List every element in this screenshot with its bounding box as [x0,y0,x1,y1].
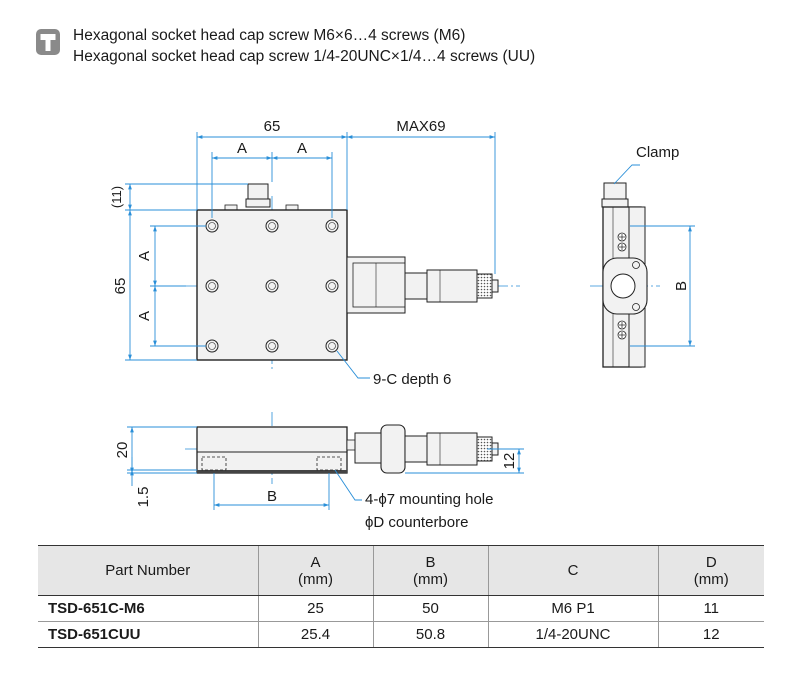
header-a: A (mm) [257,545,373,596]
dim-height-65: 65 [112,278,129,295]
top-view: 65 MAX69 A A (11) 65 A A 9-C depth 6 [109,118,520,388]
screw-note-uu: Hexagonal socket head cap screw 1/4-20UN… [73,48,536,65]
dim-a-left-2: A [136,311,153,321]
hex-screw-icon [36,29,60,55]
dim-20: 20 [114,442,131,459]
table-row: TSD-651CUU 25.4 50.8 1/4-20UNC 12 [38,621,764,648]
dim-a-top-2: A [297,140,307,157]
c-cell: M6 P1 [487,595,658,622]
header-b: B (mm) [372,545,488,596]
technical-drawing: 65 MAX69 A A (11) 65 A A 9-C depth 6 [109,118,695,531]
header-c: C [487,545,658,596]
dim-width-65: 65 [264,118,281,135]
callout-counterbore: ϕD counterbore [365,514,468,531]
callout-hole-pattern: 9-C depth 6 [373,371,451,388]
dim-1-5: 1.5 [135,487,152,508]
dim-b-side: B [673,281,690,291]
table-row: TSD-651C-M6 25 50 M6 P1 11 [38,595,764,622]
side-view: Clamp B [590,144,695,368]
dim-12: 12 [501,453,518,470]
callout-mounting-hole: 4-ϕ7 mounting hole [365,491,493,508]
spec-table: Part Number A (mm) B (mm) C D (mm) TSD-6… [38,545,764,648]
dim-11: (11) [109,186,124,208]
b-cell: 50.8 [372,621,488,648]
dim-a-top-1: A [237,140,247,157]
header-d: D (mm) [657,545,764,596]
a-cell: 25.4 [257,621,373,648]
d-cell: 12 [657,621,764,648]
clamp-label: Clamp [636,144,679,161]
d-cell: 11 [657,595,764,622]
b-cell: 50 [372,595,488,622]
part-number-cell: TSD-651C-M6 [38,595,258,622]
c-cell: 1/4-20UNC [487,621,658,648]
dim-max69: MAX69 [396,118,445,135]
screw-note-m6: Hexagonal socket head cap screw M6×6…4 s… [73,27,466,44]
table-header-row: Part Number A (mm) B (mm) C D (mm) [38,545,764,596]
front-view: 20 1.5 B 12 4-ϕ7 mounting hole ϕD counte… [114,412,524,531]
dim-a-left-1: A [136,251,153,261]
a-cell: 25 [257,595,373,622]
dim-b-front: B [267,488,277,505]
part-number-cell: TSD-651CUU [38,621,258,648]
header-part-number: Part Number [38,545,258,596]
